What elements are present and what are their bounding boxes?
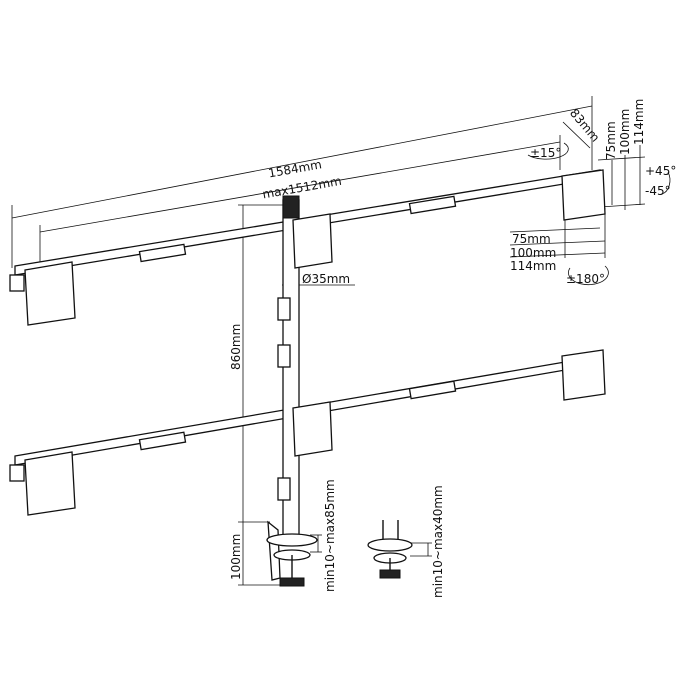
arm-depth-label: 83mm	[567, 106, 603, 145]
desk-clamp	[266, 520, 318, 587]
vesa-v100-label: 100mm	[618, 109, 632, 155]
grommet-mount	[367, 520, 413, 579]
rotation-label: ±180°	[566, 272, 605, 286]
swivel-label: ±15°	[530, 146, 561, 160]
pole-height-label: 860mm	[229, 324, 243, 370]
pole-diameter-label: Ø35mm	[302, 272, 350, 286]
vesa-v75-label: 75mm	[604, 121, 618, 160]
dimension-lines	[11, 96, 671, 586]
vesa-h114-label: 114mm	[510, 259, 556, 273]
tilt-up-label: +45°	[645, 164, 676, 178]
clamp-height-label: 100mm	[229, 534, 243, 580]
vesa-h100-label: 100mm	[510, 246, 556, 260]
vesa-plates	[24, 169, 606, 516]
vesa-v114-label: 114mm	[632, 99, 646, 145]
total-width-label: 1584mm	[267, 157, 323, 180]
pole	[277, 195, 300, 546]
grommet-range-label: min10~max40mm	[431, 485, 445, 598]
clamp-range-label: min10~max85mm	[323, 479, 337, 592]
tilt-down-label: -45°	[645, 184, 671, 198]
vesa-h75-label: 75mm	[512, 232, 551, 246]
